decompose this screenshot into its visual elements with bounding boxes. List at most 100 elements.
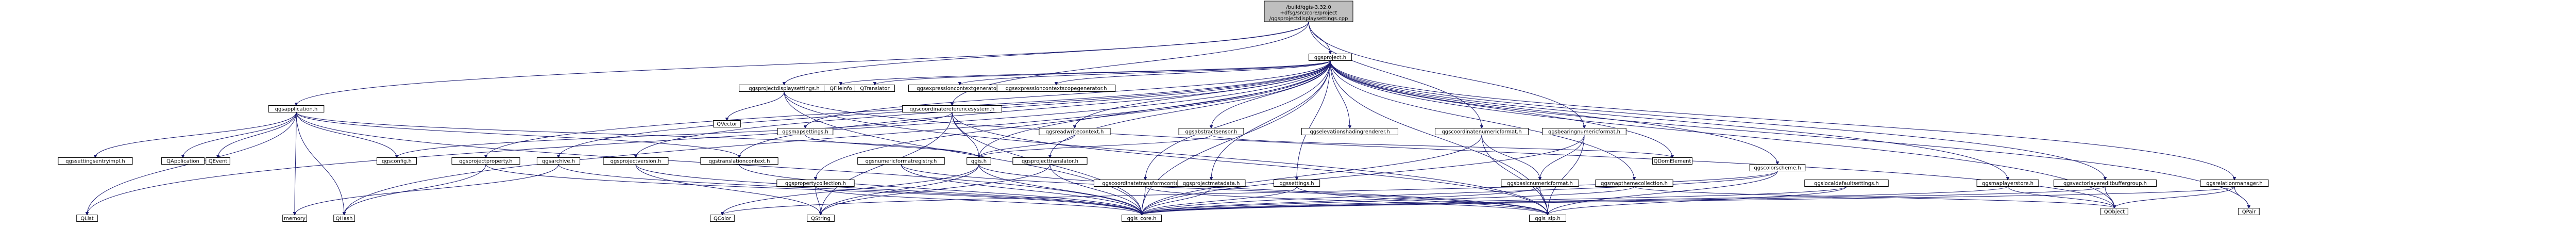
graph-node-label: QObject (2104, 209, 2125, 215)
graph-edge (841, 60, 1331, 85)
graph-edge (344, 60, 1331, 215)
graph-edge (635, 164, 1142, 215)
graph-node-box (967, 157, 991, 165)
graph-node[interactable]: qgssettings.h (1273, 180, 1320, 187)
graph-node[interactable]: qgsexpressioncontextscopegenerator.h (996, 85, 1116, 92)
graph-node-label: qgscoordinatetransformcontext.h (1102, 181, 1188, 187)
graph-node[interactable]: qgssettingsentryimpl.h (58, 157, 133, 165)
graph-node[interactable]: qgsapplication.h (268, 105, 325, 112)
graph-node[interactable]: qgsexpressioncontextgenerator.h (908, 85, 1012, 92)
graph-edge (979, 135, 1212, 158)
graph-node[interactable]: qgsconfig.h (376, 157, 417, 165)
graph-node[interactable]: qgsmapsettings.h (777, 128, 834, 135)
graph-edge (1142, 135, 1585, 215)
graph-node[interactable]: QEvent (206, 157, 230, 165)
graph-edge (1142, 186, 1847, 215)
graph-node[interactable]: qgsmaplayerstore.h (1976, 180, 2039, 187)
graph-node[interactable]: QHash (333, 215, 355, 222)
graph-node-label: QDomElement (1654, 159, 1691, 165)
graph-node[interactable]: qgis_sip.h (1529, 215, 1566, 222)
graph-node-label: qgsmapsettings.h (782, 129, 828, 135)
graph-edge (1049, 164, 1142, 215)
graph-node-box (2238, 208, 2260, 215)
graph-node-label: qgsprojecttranslator.h (1022, 159, 1078, 165)
graph-node-box (2053, 180, 2157, 187)
graph-node[interactable]: qgsabstractsensor.h (1178, 128, 1244, 135)
graph-edge (805, 60, 1331, 128)
graph-node[interactable]: qgscoordinatereferencesystem.h (902, 105, 1002, 112)
graph-node[interactable]: QObject (2100, 208, 2128, 215)
graph-node-box (161, 157, 205, 165)
graph-edge (296, 112, 344, 215)
graph-node-label: qgsproject.h (1314, 55, 1346, 61)
graph-node-box (1542, 128, 1626, 135)
graph-node[interactable]: qgsvectorlayereditbuffergroup.h (2053, 180, 2157, 187)
graph-edge (875, 60, 1331, 85)
graph-edge (722, 164, 979, 215)
graph-edge (397, 112, 953, 158)
graph-edge (978, 164, 1548, 215)
graph-edge (183, 112, 297, 158)
graph-node[interactable]: QVector (713, 120, 741, 127)
graph-edge (2007, 186, 2114, 208)
graph-edges (87, 21, 2249, 215)
graph-edge (1330, 60, 1634, 180)
graph-node[interactable]: qgsprojectversion.h (603, 157, 669, 165)
graph-node[interactable]: qgsmapthemecollection.h (1595, 180, 1673, 187)
graph-node-label: qgis_core.h (1127, 216, 1157, 222)
graph-node[interactable]: qgscolorscheme.h (1749, 164, 1806, 171)
graph-node-box (333, 215, 355, 222)
graph-edge (727, 91, 785, 121)
graph-node-label: QEvent (209, 159, 228, 165)
graph-node-label: qgsrelationmanager.h (2206, 181, 2263, 187)
graph-node-label: qgsprojectdisplaysettings.h (749, 86, 820, 92)
graph-node-box (996, 85, 1116, 92)
graph-node[interactable]: qgscoordinatenumericformat.h (1435, 128, 1529, 135)
graph-node[interactable]: QTranslator (854, 85, 895, 92)
graph-edge (1330, 60, 2249, 208)
graph-node-label: qgsbasicnumericformat.h (1507, 181, 1573, 187)
graph-node-label: QTranslator (860, 86, 890, 92)
graph-node-label: qgssettingsentryimpl.h (65, 159, 125, 165)
graph-node-label: QPair (2242, 209, 2256, 215)
graph-node[interactable]: qgis.h (967, 157, 991, 165)
graph-node[interactable]: QApplication (161, 157, 205, 165)
graph-node-label: qgsapplication.h (275, 107, 318, 112)
graph-node[interactable]: qgsprojectdisplaysettings.h (739, 85, 829, 92)
graph-node[interactable]: QList (76, 215, 98, 222)
graph-edge (1211, 60, 1331, 128)
graph-node[interactable]: QString (807, 215, 835, 222)
graph-node-box (1749, 164, 1806, 171)
graph-node[interactable]: qgsprojectmetadata.h (1177, 180, 1246, 187)
graph-edge (1142, 186, 2235, 215)
graph-node[interactable]: qgsprojectproperty.h (451, 157, 520, 165)
graph-node[interactable]: qgstranslationcontext.h (700, 157, 778, 165)
graph-node[interactable]: qgselevationshadingrenderer.h (1301, 128, 1398, 135)
graph-node[interactable]: memory (282, 215, 307, 222)
graph-node[interactable]: qgsreadwritecontext.h (1039, 128, 1111, 135)
graph-node-box (710, 215, 735, 222)
graph-node[interactable]: qgspropertycollection.h (776, 180, 855, 187)
graph-node-box (1804, 180, 1889, 187)
graph-node[interactable]: qgis_core.h (1121, 215, 1162, 222)
graph-node[interactable]: qgsbearingnumericformat.h (1542, 128, 1626, 135)
graph-node[interactable]: QPair (2238, 208, 2260, 215)
graph-node[interactable]: qgsproject.h (1308, 54, 1352, 61)
graph-node[interactable]: qgsarchive.h (536, 157, 581, 165)
graph-edge (952, 21, 1309, 106)
graph-node[interactable]: qgslocaldefaultsettings.h (1804, 180, 1889, 187)
graph-node[interactable]: qgsbasicnumericformat.h (1501, 180, 1579, 187)
graph-node[interactable]: qgsprojecttranslator.h (1012, 157, 1088, 165)
graph-edge (295, 112, 297, 215)
graph-node[interactable]: qgsrelationmanager.h (2200, 180, 2269, 187)
graph-node[interactable]: QColor (710, 215, 735, 222)
root-node-label-line: /qgsprojectdisplaysettings.cpp (1269, 16, 1348, 22)
graph-edge (95, 112, 297, 158)
graph-node[interactable]: QFileInfo (824, 85, 858, 92)
graph-node-label: qgstranslationcontext.h (709, 159, 770, 165)
graph-node[interactable]: QDomElement (1652, 157, 1693, 165)
graph-edge (1142, 135, 1482, 215)
graph-edge (1330, 60, 2008, 180)
graph-node[interactable]: qgsnumericformatregistry.h (857, 157, 945, 165)
graph-node-label: QFileInfo (829, 86, 852, 92)
